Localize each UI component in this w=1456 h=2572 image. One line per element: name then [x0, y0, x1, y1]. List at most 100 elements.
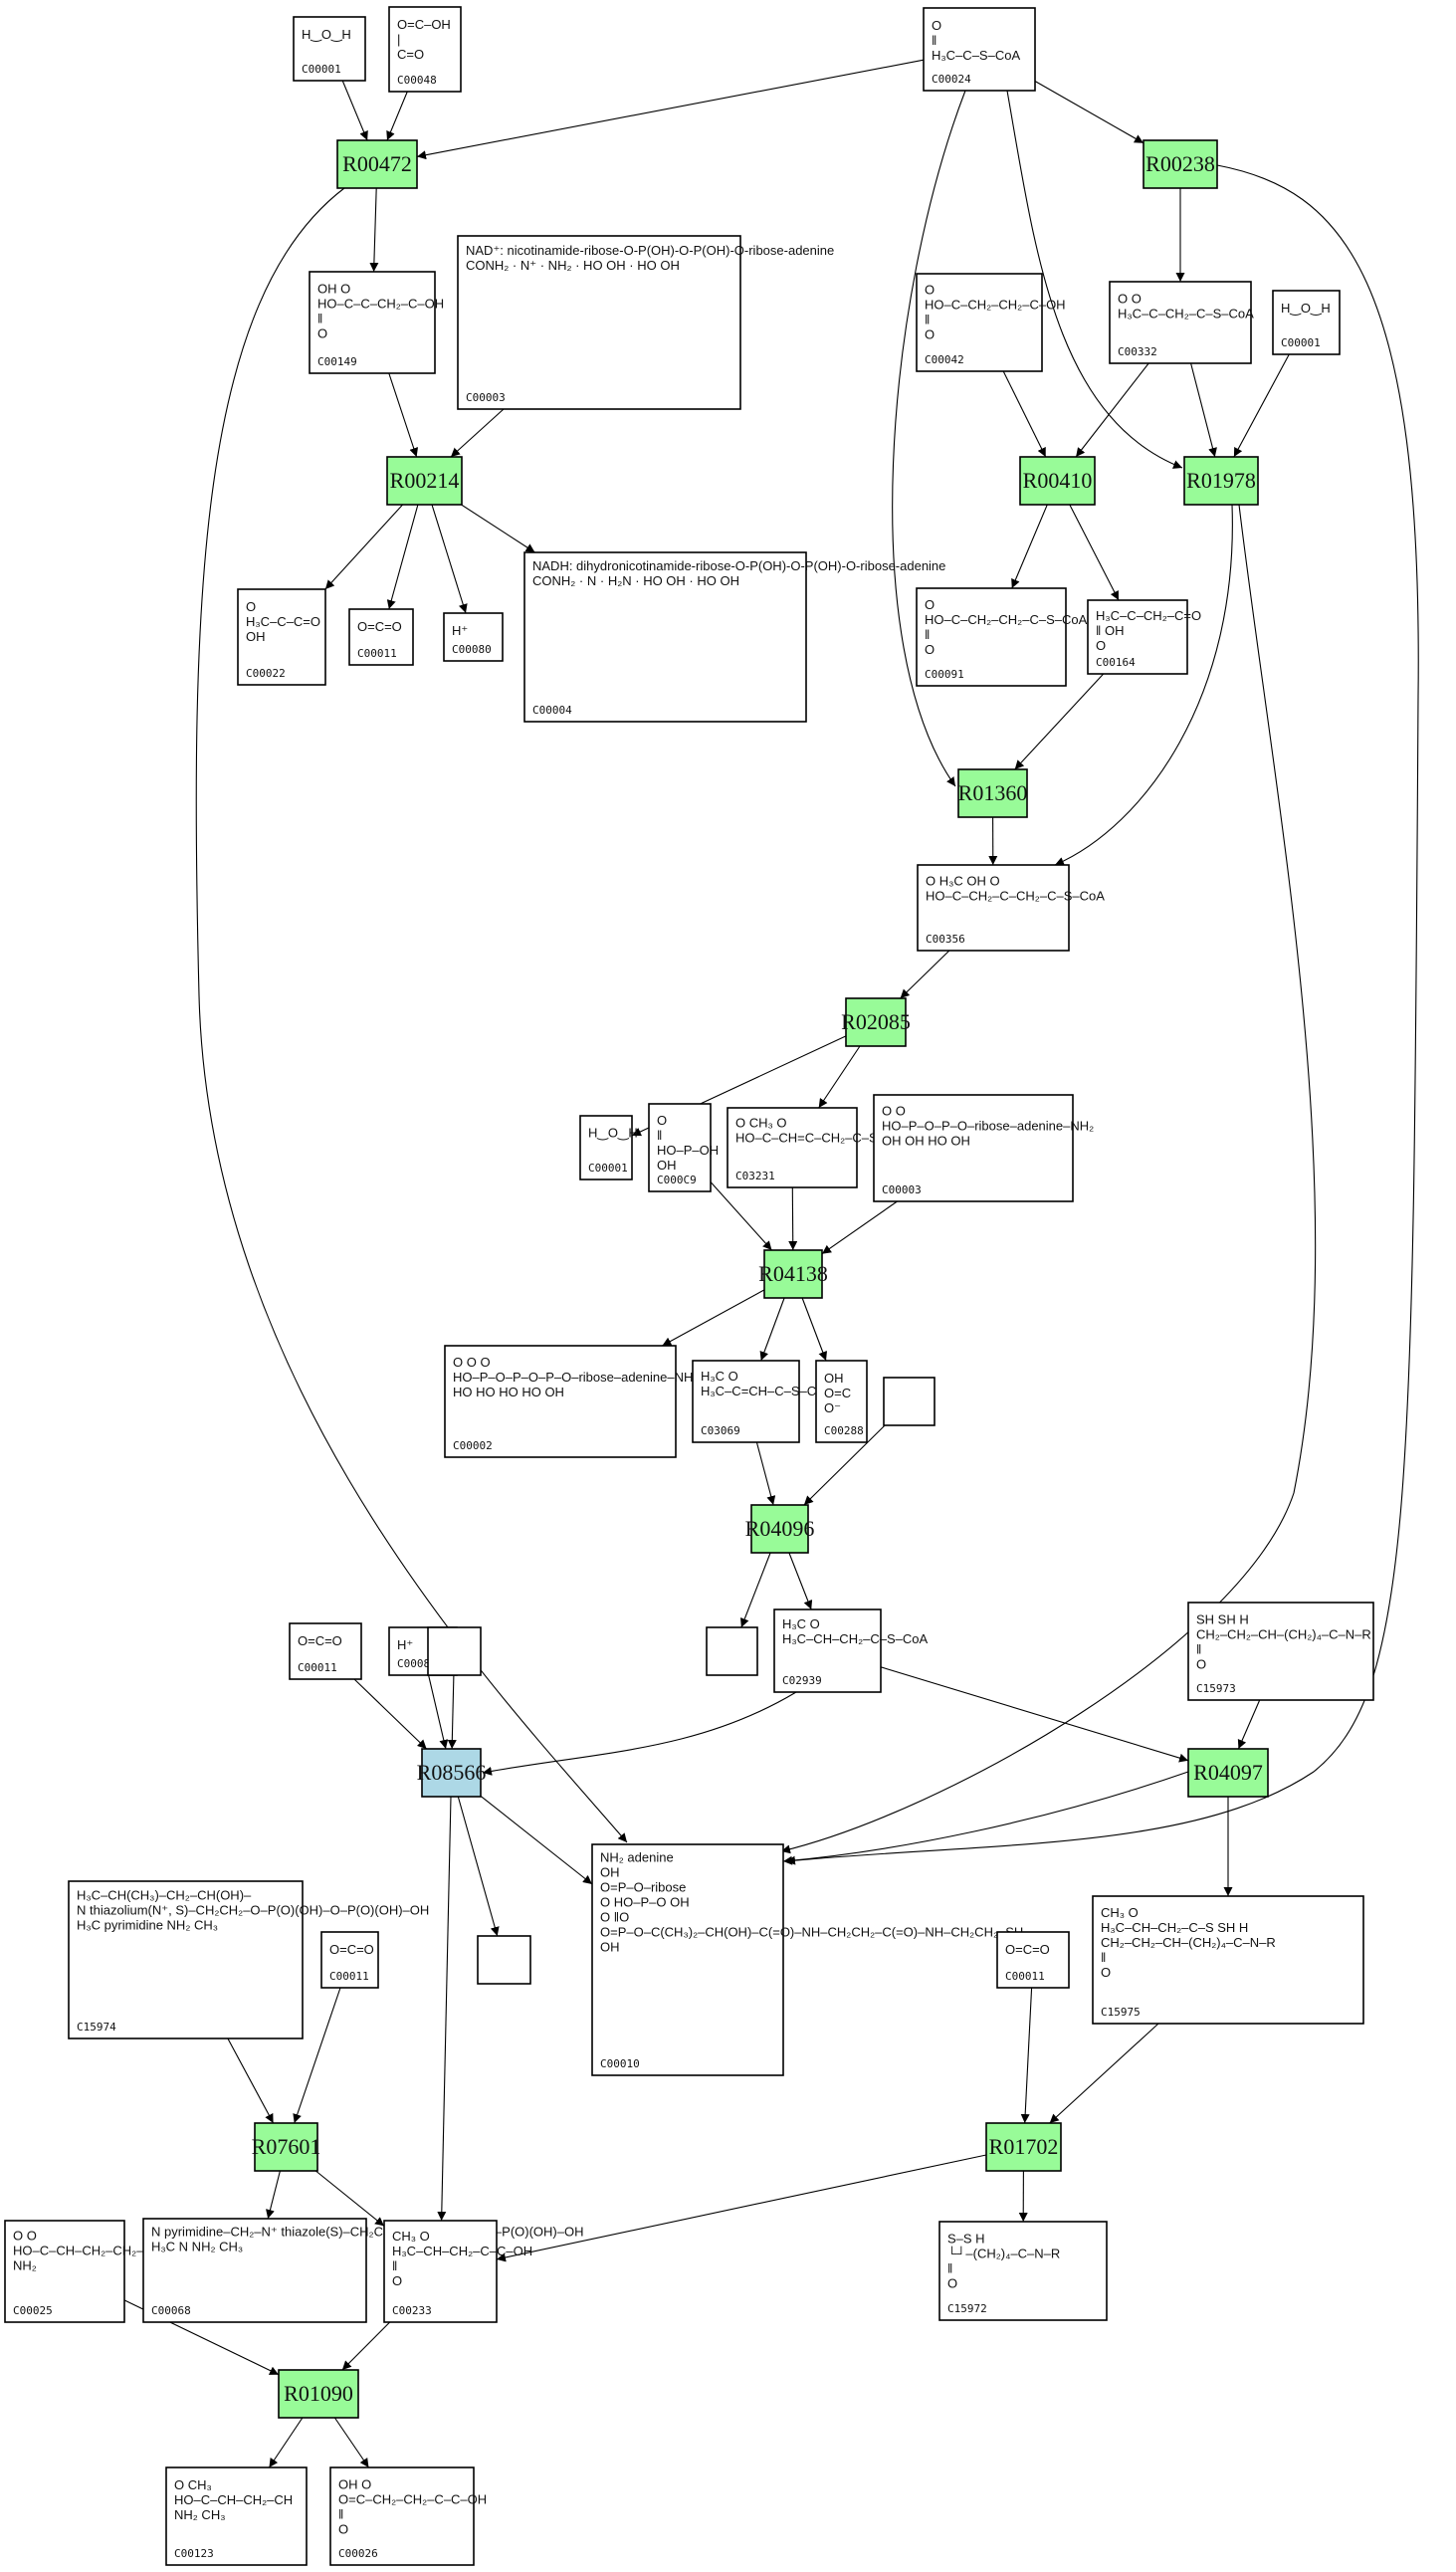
edge-c00001a-to-R00472: [341, 80, 368, 141]
structure-text: H‿O‿H: [588, 1125, 638, 1140]
edge-c00024-to-R01978: [1006, 90, 1183, 469]
edge-R08566-to-empty4: [457, 1796, 500, 1937]
reaction-node-r01702[interactable]: R01702: [985, 2122, 1062, 2172]
compound-box: [883, 1377, 936, 1426]
reaction-node-r01360[interactable]: R01360: [957, 768, 1028, 818]
compound-box: [383, 2220, 498, 2323]
compound-box: [457, 235, 741, 410]
reaction-node-r01090[interactable]: R01090: [278, 2369, 359, 2419]
reaction-node-r08566[interactable]: R08566: [417, 1748, 487, 1798]
compound-node-c00004[interactable]: NADH: dihydronicotinamide-ribose-O-P(OH)…: [523, 551, 945, 723]
edge-c00164-to-R01360: [1014, 673, 1105, 770]
structure-text: CH₃ O: [392, 2229, 430, 2244]
compound-id-label: C00025: [13, 2304, 53, 2317]
reaction-node-r02085[interactable]: R02085: [841, 997, 911, 1047]
compound-node-c00288[interactable]: OHO=C O⁻C00288: [815, 1360, 868, 1443]
compound-id-label: C00010: [600, 2057, 640, 2070]
compound-id-label: C00001: [302, 63, 341, 76]
compound-box: [692, 1360, 800, 1443]
compound-id-label: C000C9: [657, 1174, 697, 1186]
structure-text: NAD⁺: nicotinamide-ribose-O-P(OH)-O-P(OH…: [466, 243, 834, 258]
reaction-node-r00214[interactable]: R00214: [386, 456, 463, 506]
compound-id-label: C00004: [532, 704, 572, 717]
edge-R00238-to-c00010: [785, 164, 1419, 1865]
edge-c03231-to-R04138: [788, 1186, 798, 1251]
reaction-node-r00410[interactable]: R00410: [1019, 456, 1096, 506]
compound-node-c15974[interactable]: H₃C–CH(CH₃)–CH₂–CH(OH)–N thiazolium(N⁺, …: [68, 1880, 429, 2039]
reaction-box: [957, 768, 1028, 818]
reaction-node-r07601[interactable]: R07601: [252, 2122, 321, 2172]
structure-text: O O O: [453, 1355, 491, 1370]
reaction-node-r00472[interactable]: R00472: [336, 139, 418, 189]
compound-node-empty[interactable]: [883, 1377, 936, 1426]
compound-node-c00080[interactable]: H⁺C00080: [443, 612, 504, 662]
compound-id-label: C00002: [453, 1439, 493, 1452]
compound-box: [293, 16, 366, 82]
compound-node-empty[interactable]: [427, 1626, 482, 1676]
edge-R01090-to-c00123: [268, 2417, 304, 2468]
edge-R00472-to-c00010: [195, 187, 628, 1843]
compound-node-c00002[interactable]: O O OHO–P–O–P–O–P–O–ribose–adenine–NH₂HO…: [444, 1345, 698, 1458]
compound-id-label: C15974: [77, 2021, 116, 2034]
compound-node-c00068[interactable]: N pyrimidine–CH₂–N⁺ thiazole(S)–CH₂CH₂–O…: [142, 2218, 583, 2323]
edge-c02939-to-R08566: [482, 1691, 797, 1776]
compound-box: [348, 608, 414, 666]
compound-box: [4, 2220, 125, 2323]
compound-box: [579, 1115, 633, 1180]
reaction-label: R02085: [841, 1009, 911, 1034]
compound-node-empty[interactable]: [706, 1626, 758, 1676]
reaction-node-r00238[interactable]: R00238: [1143, 139, 1218, 189]
structure-text: H₃C O: [701, 1369, 738, 1384]
edge-c00011d-to-R07601: [293, 1987, 341, 2124]
edge-R02085-to-c03231: [818, 1045, 861, 1109]
structure-text: HO–C–CH=C–CH₂–C–S–CoA: [735, 1131, 911, 1146]
reaction-node-r04096[interactable]: R04096: [745, 1504, 815, 1554]
structure-text: C=O: [397, 47, 424, 62]
compound-id-label: C00080: [397, 1657, 437, 1670]
structure-text: O: [392, 2273, 402, 2288]
structure-text: O⁻: [824, 1400, 841, 1415]
structure-text: O: [1096, 638, 1106, 653]
compound-box: [706, 1626, 758, 1676]
compound-box: [916, 273, 1043, 372]
reaction-node-r04138[interactable]: R04138: [758, 1249, 828, 1299]
reaction-node-r01978[interactable]: R01978: [1183, 456, 1259, 506]
reaction-label: R00214: [390, 468, 460, 493]
compound-node-empty[interactable]: [477, 1935, 531, 1985]
reaction-node-r04097[interactable]: R04097: [1187, 1748, 1269, 1798]
structure-text: HO–C–CH₂–CH₂–C–OH: [925, 298, 1066, 313]
structure-text: O O: [882, 1104, 906, 1119]
compound-node-c00003[interactable]: NAD⁺: nicotinamide-ribose-O-P(OH)-O-P(OH…: [457, 235, 834, 410]
compound-box: [923, 7, 1036, 92]
structure-text: ‖: [925, 627, 930, 642]
